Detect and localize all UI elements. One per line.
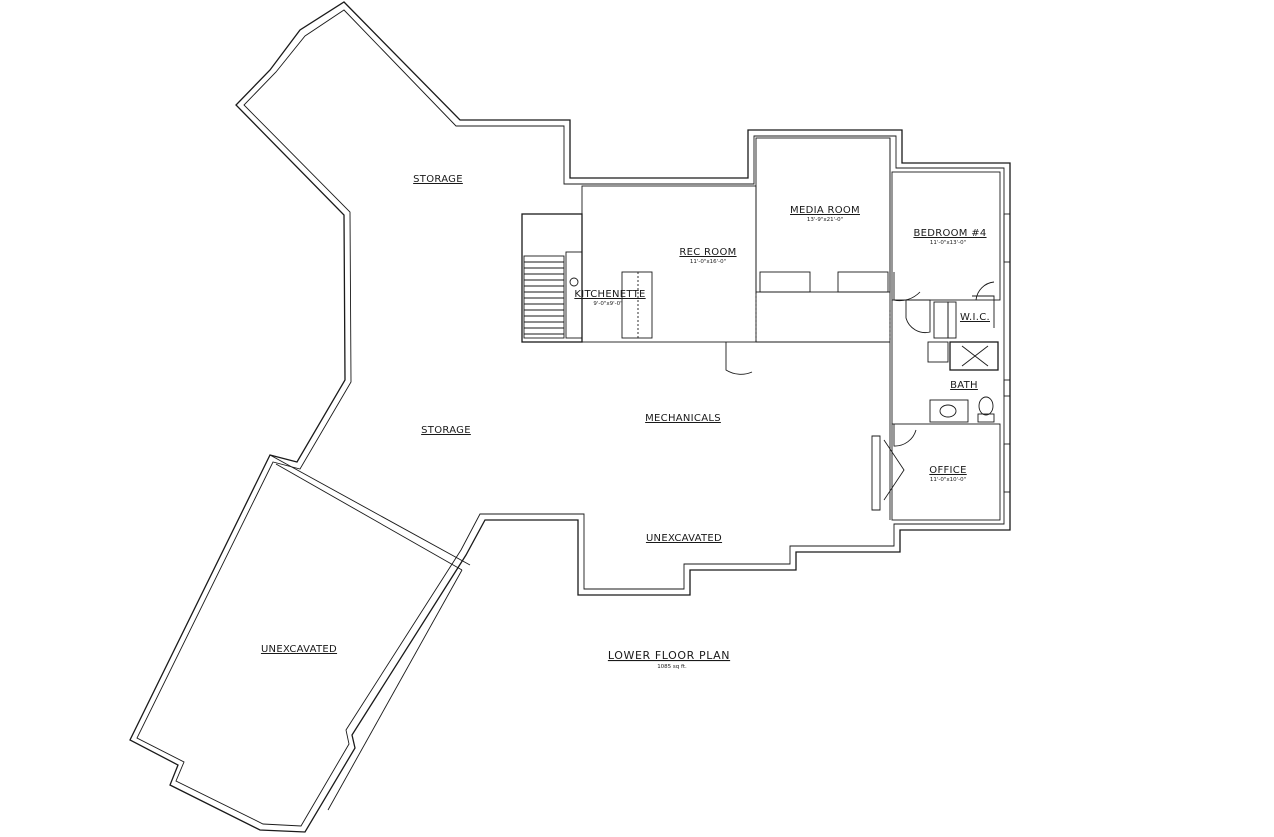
- media-seating: [759, 271, 889, 293]
- rec-room-label: REC ROOM: [679, 247, 736, 258]
- mechanicals-label: MECHANICALS: [645, 413, 721, 424]
- media-room-label: MEDIA ROOM: [790, 205, 860, 216]
- windows: [1003, 213, 1011, 493]
- unexcavated-mid-label: UNEXCAVATED: [646, 533, 722, 544]
- media-room-dims: 13'-9"x21'-0": [807, 217, 843, 223]
- doors: [725, 272, 995, 511]
- finished-rooms: [521, 137, 1011, 521]
- bedroom4-dims: 11'-0"x13'-0": [930, 240, 966, 246]
- wic-label: W.I.C.: [960, 312, 990, 323]
- stairs: [523, 255, 565, 339]
- kitchenette-label: KITCHENETTE: [574, 289, 645, 300]
- bedroom4-label: BEDROOM #4: [913, 228, 986, 239]
- plan-title: LOWER FLOOR PLAN: [608, 649, 730, 662]
- office-label: OFFICE: [929, 465, 966, 476]
- office-dims: 11'-0"x10'-0": [930, 477, 966, 483]
- kitchenette-dims: 9'-0"x9'-0": [593, 301, 622, 307]
- kitchenette-counters: [565, 251, 653, 339]
- storage-lower-label: STORAGE: [421, 425, 471, 436]
- bath-label: BATH: [950, 380, 978, 391]
- rec-room-dims: 11'-0"x16'-0": [690, 259, 726, 265]
- storage-upper-label: STORAGE: [413, 174, 463, 185]
- foundation-outline: [129, 1, 1011, 833]
- unexcavated-left-area: [269, 454, 471, 811]
- bath-fixtures: [927, 301, 999, 423]
- plan-area: 1085 sq ft.: [657, 664, 687, 670]
- unexcavated-left-label: UNEXCAVATED: [261, 644, 337, 655]
